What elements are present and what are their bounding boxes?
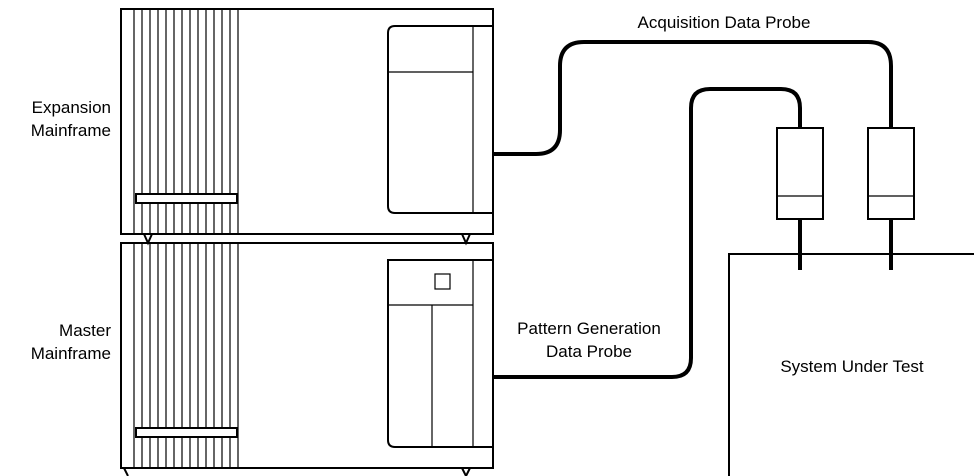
acquisition-probe-label: Acquisition Data Probe bbox=[638, 13, 811, 32]
pattern-probe-pod bbox=[776, 127, 824, 270]
system-under-test-box bbox=[728, 253, 974, 476]
pattern-probe-label-line1: Pattern Generation bbox=[517, 319, 661, 338]
master-label-line2: Mainframe bbox=[31, 344, 111, 363]
mainframe-feet-lower bbox=[123, 467, 471, 476]
expansion-label-line2: Mainframe bbox=[31, 121, 111, 140]
master-handle bbox=[135, 427, 238, 438]
pattern-probe-label-line2: Data Probe bbox=[546, 342, 632, 361]
expansion-handle bbox=[135, 193, 238, 204]
master-mainframe bbox=[120, 242, 494, 469]
acquisition-probe-pod bbox=[867, 127, 915, 270]
master-indicator-square bbox=[434, 273, 451, 290]
expansion-label-line1: Expansion bbox=[32, 98, 111, 117]
system-under-test-label: System Under Test bbox=[780, 357, 924, 376]
pattern-generation-probe-cable bbox=[493, 87, 802, 379]
expansion-mainframe bbox=[120, 8, 494, 235]
master-front-panel bbox=[387, 259, 494, 448]
acquisition-data-probe-cable bbox=[493, 40, 893, 156]
mainframe-feet-upper bbox=[143, 233, 471, 246]
master-label-line1: Master bbox=[59, 321, 111, 340]
expansion-front-panel bbox=[387, 25, 494, 214]
